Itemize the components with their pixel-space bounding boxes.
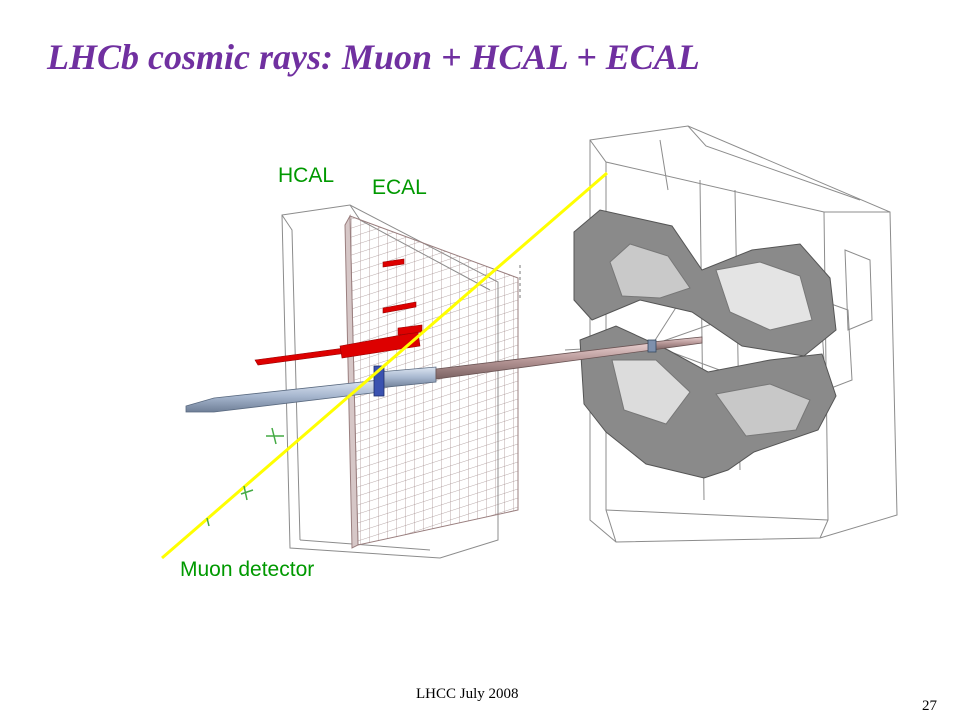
cosmic-track bbox=[161, 171, 608, 560]
hcal-label: HCAL bbox=[278, 164, 335, 187]
magnet-coils bbox=[573, 209, 837, 479]
beampipe bbox=[185, 336, 703, 413]
slide-title: LHCb cosmic rays: Muon + HCAL + ECAL bbox=[47, 37, 700, 77]
muon-hits bbox=[206, 427, 284, 527]
slide-footer: LHCC July 2008 bbox=[416, 686, 519, 702]
ecal-label: ECAL bbox=[372, 176, 427, 199]
muon-detector-label: Muon detector bbox=[180, 558, 315, 581]
page-number: 27 bbox=[922, 698, 937, 714]
